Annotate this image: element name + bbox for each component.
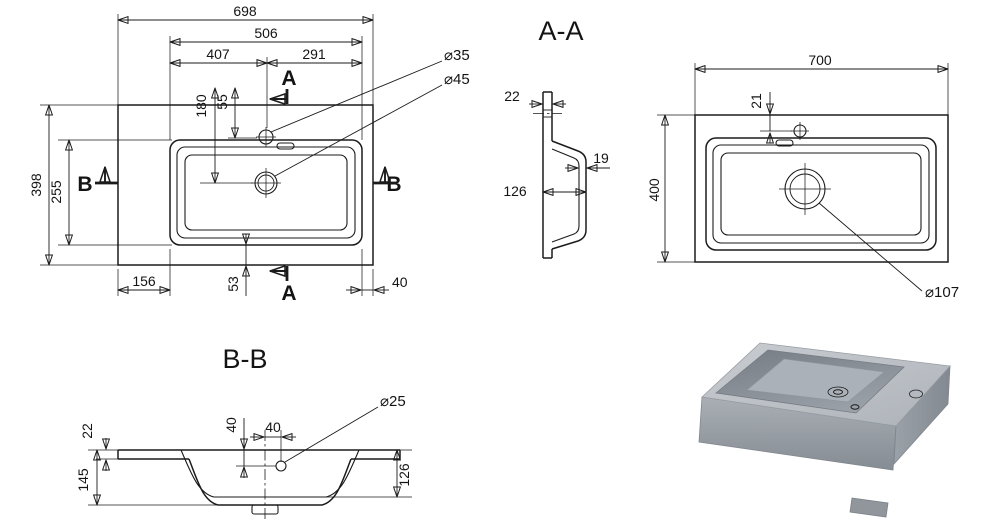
dim-label: 126 (503, 183, 527, 199)
sink-3d-render (698, 342, 951, 518)
dim-label: 291 (302, 46, 326, 62)
dim-rim-thickness: 22 (504, 88, 566, 104)
drain-hole-center-3d (833, 389, 843, 395)
dim-right-margin: 40 (346, 249, 408, 296)
dim-label: 126 (396, 463, 412, 487)
dim-basin-width: 506 (170, 25, 362, 140)
dim-label: 145 (75, 468, 91, 492)
callout-drain-dia: ⌀107 (818, 202, 959, 301)
section-aa-view: A-A 22 126 19 (503, 16, 610, 259)
dim-label: 407 (206, 46, 230, 62)
dim-label: 698 (233, 3, 257, 19)
faucet-hole (256, 127, 276, 147)
dim-label: 19 (593, 150, 609, 166)
dim-overflow-from-top: 40 (223, 417, 276, 478)
dim-label: 40 (392, 274, 408, 290)
section-label: B (386, 173, 401, 196)
dim-overall-depth: 400 (646, 115, 695, 262)
dim-bottom-margin: 53 (225, 234, 246, 296)
dim-hole-from-right: 291 (267, 46, 362, 63)
dim-label: 400 (646, 178, 662, 202)
drain-hole (779, 163, 831, 215)
basin-inner-profile (551, 148, 580, 243)
section-title: A-A (538, 16, 583, 46)
dim-basin-depth: 255 (48, 140, 172, 245)
section-label: B (77, 173, 92, 196)
basin-floor-3d (746, 358, 885, 403)
countertop-outline (694, 114, 949, 263)
dim-wall-lip: 19 (565, 150, 610, 168)
dim-drain-from-top: 180 (193, 88, 253, 183)
dim-basin-depth: 126 (326, 450, 412, 497)
basin-floor-contour (184, 154, 348, 231)
faucet-hole-3d (909, 389, 923, 399)
section-a-marker-bottom: A (270, 266, 297, 305)
dia-label: ⌀45 (444, 71, 470, 88)
overflow-slot (775, 139, 794, 147)
dim-label: 55 (214, 94, 230, 110)
plan-view-right: 700 400 21 ⌀107 (646, 52, 959, 301)
section-title: B-B (222, 344, 267, 374)
dim-basin-depth: 126 (503, 183, 586, 199)
dim-label: 40 (265, 419, 281, 435)
dim-label: 156 (132, 273, 156, 289)
callout-faucet-dia: ⌀35 (270, 47, 470, 133)
section-bb-view: B-B 22 145 126 (75, 344, 412, 521)
drain-hole (251, 168, 281, 198)
dim-label: 255 (48, 180, 64, 204)
dim-label: 398 (28, 173, 44, 197)
callout-drain-dia: ⌀45 (274, 71, 470, 177)
dim-overall-height: 145 (75, 450, 218, 505)
dim-label: 22 (79, 423, 95, 439)
basin-mid-contour (712, 144, 930, 244)
overflow-hole (275, 460, 287, 472)
basin-inner-profile (180, 449, 360, 498)
dim-label: 180 (193, 94, 209, 118)
dim-label: 21 (748, 93, 764, 109)
dim-left-margin: 156 (118, 249, 170, 296)
dim-overflow-from-center: 40 (250, 419, 296, 462)
callout-overflow-dia: ⌀25 (284, 393, 406, 463)
dim-faucet-from-top: 55 (214, 88, 257, 138)
basin-rim-outline (705, 137, 937, 251)
dim-overall-depth: 398 (28, 105, 118, 265)
drain-trap-3d (849, 497, 889, 518)
dim-overall-width: 700 (695, 52, 948, 115)
section-b-marker-right: B (373, 167, 402, 196)
section-a-marker-top: A (270, 67, 297, 104)
overflow-hole-3d (850, 404, 860, 410)
dim-hole-from-left: 407 (170, 46, 267, 128)
dim-overall-width: 698 (118, 3, 373, 105)
dim-rim-thickness: 22 (79, 423, 118, 471)
dim-label: 506 (254, 25, 278, 41)
section-label: A (281, 282, 296, 305)
basin-outer-profile (551, 140, 587, 250)
plan-view: 698 506 407 291 180 55 (28, 3, 470, 305)
dim-label: 22 (504, 88, 520, 104)
section-b-marker-left: B (77, 167, 118, 196)
drain-hole-3d (827, 386, 849, 398)
countertop-outline (117, 104, 374, 266)
basin-floor-contour (720, 152, 922, 236)
dim-faucet-from-edge: 21 (748, 92, 792, 143)
dia-label: ⌀35 (444, 47, 470, 64)
overflow-slot (276, 142, 295, 150)
dia-label: ⌀107 (925, 284, 959, 301)
section-label: A (281, 67, 296, 90)
dia-label: ⌀25 (380, 393, 406, 410)
faucet-hole (791, 122, 809, 140)
dim-label: 700 (808, 52, 832, 68)
dim-label: 53 (225, 276, 241, 292)
dim-label: 40 (223, 417, 239, 433)
